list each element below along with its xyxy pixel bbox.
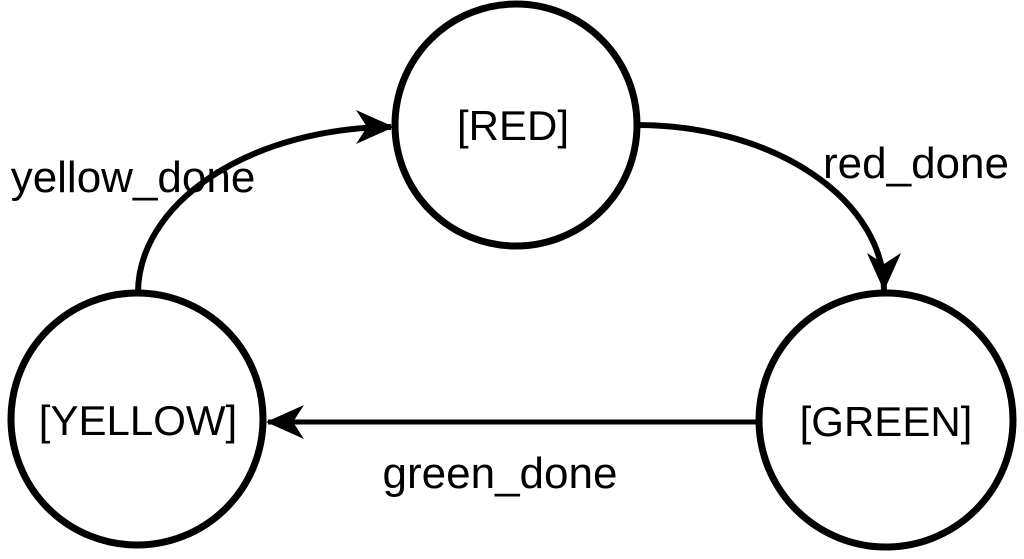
transition-yellow-done-arc (135, 124, 392, 294)
transition-red-done-arrowhead-icon (867, 253, 901, 291)
transition-green-done-arrowhead-icon (266, 405, 304, 439)
state-red-circle (391, 0, 641, 250)
state-green-label: [GREEN] (800, 398, 973, 445)
transition-yellow-done-label: yellow_done (11, 153, 256, 202)
transition-red-done-label: red_done (823, 139, 1009, 188)
transition-red-done-arc (636, 122, 887, 291)
state-yellow-circle (7, 289, 267, 549)
transition-yellow-done: yellow_done (11, 110, 394, 294)
transition-yellow-done-arrowhead-icon (356, 110, 394, 144)
state-node-green: [GREEN] (755, 289, 1017, 551)
transition-green-done-label: green_done (383, 449, 618, 498)
state-red-label: [RED] (457, 102, 569, 149)
state-node-yellow: [YELLOW] (7, 289, 267, 549)
state-green-circle (755, 289, 1017, 551)
state-yellow-label: [YELLOW] (39, 397, 237, 444)
transition-red-done: red_done (636, 122, 1009, 291)
transition-green-done: green_done (266, 405, 757, 498)
state-node-red: [RED] (391, 0, 641, 250)
